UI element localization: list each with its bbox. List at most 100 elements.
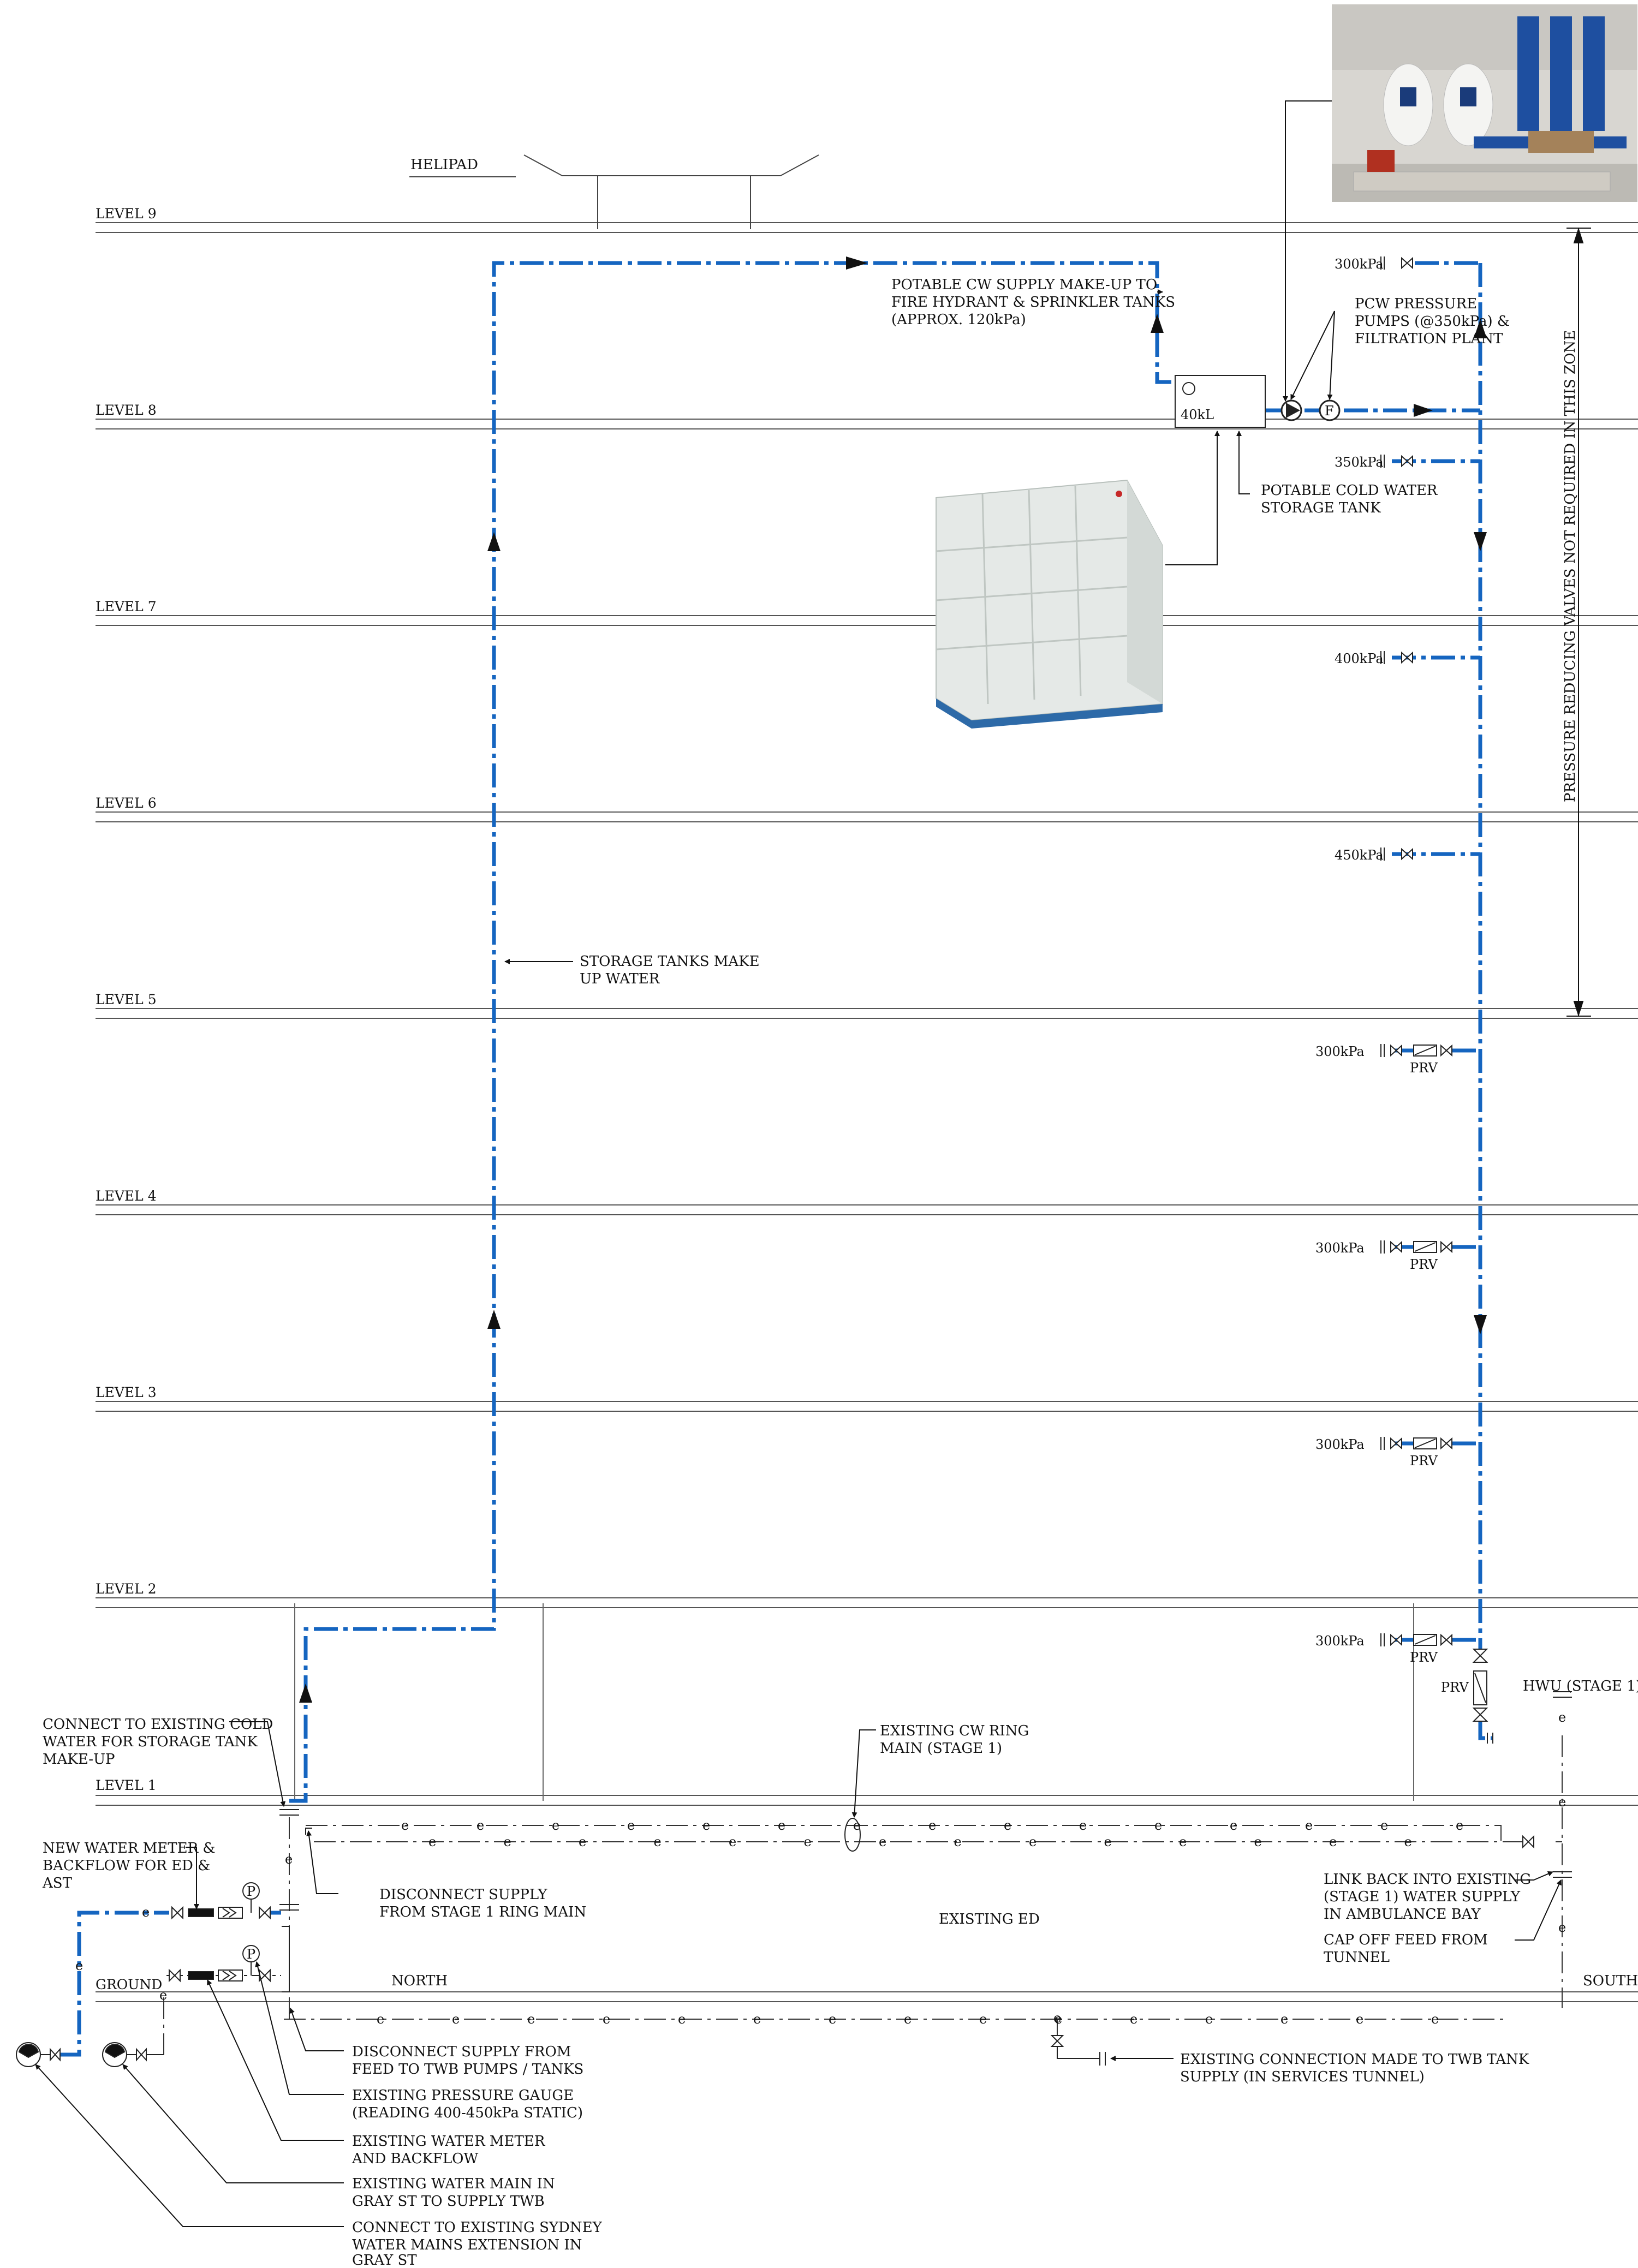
existing-pipe-marker: e xyxy=(1558,1920,1566,1935)
prv-diagonal xyxy=(1414,1046,1436,1055)
new-cold-water-pipework xyxy=(60,261,1493,2057)
existing-pipe-marker: e xyxy=(1053,2010,1061,2026)
prv-diagonal xyxy=(1414,1242,1436,1252)
connect-sydney-note: CONNECT TO EXISTING SYDNEY WATER MAINS E… xyxy=(352,2219,606,2268)
pump-plant-photo xyxy=(1332,4,1637,202)
existing-ring-main-upper xyxy=(306,1825,1502,1842)
level-4-label: LEVEL 4 xyxy=(96,1188,157,1204)
pipe-end-cap xyxy=(1380,1437,1385,1450)
level-2-label: LEVEL 2 xyxy=(96,1581,157,1597)
prv-label-l3: PRV xyxy=(1410,1453,1438,1469)
prv-zone-dimension xyxy=(1566,227,1591,1017)
connect-existing-cold-note: CONNECT TO EXISTING COLD WATER FOR STORA… xyxy=(43,1716,278,1768)
pressure-l6: 450kPa xyxy=(1335,847,1384,863)
existing-meter-icon xyxy=(188,1971,214,1980)
floor-level-lines xyxy=(96,222,1638,2002)
existing-pipe-marker: e xyxy=(1456,1818,1463,1833)
existing-pipe-marker: e xyxy=(1380,1818,1388,1833)
prv-label-l4: PRV xyxy=(1410,1257,1438,1272)
existing-pipe-marker: e xyxy=(1558,1710,1566,1725)
floor-branch-valves xyxy=(1380,256,1452,1646)
existing-pipe-marker: e xyxy=(377,2012,384,2027)
gauge-letter-existing: P xyxy=(247,1947,255,1962)
pressure-gauge-icon xyxy=(242,1882,260,1900)
new-meter-note: NEW WATER METER & BACKFLOW FOR ED & AST xyxy=(42,1840,220,1891)
existing-pipe-marker: e xyxy=(1130,2012,1137,2027)
pressure-l4: 300kPa xyxy=(1315,1240,1365,1256)
pipe-end-cap xyxy=(1380,1240,1385,1254)
storage-tank-note: POTABLE COLD WATER STORAGE TANK xyxy=(1261,482,1442,516)
existing-pipe-marker: e xyxy=(428,1834,436,1849)
existing-pipe-marker: e xyxy=(954,1834,962,1849)
pressure-l7: 400kPa xyxy=(1335,651,1384,666)
north-label: NORTH xyxy=(391,1973,448,1989)
existing-pipe-marker: e xyxy=(452,2012,460,2027)
hwu-connection xyxy=(1487,1691,1572,1878)
pump-impeller-icon xyxy=(1286,403,1300,418)
existing-pipe-marker: e xyxy=(904,2012,912,2027)
existing-pipe-marker: e xyxy=(1179,1834,1187,1849)
pcw-pumps-note: PCW PRESSURE PUMPS (@350kPa) & FILTRATIO… xyxy=(1355,296,1514,347)
existing-pipe-marker: e xyxy=(1055,2012,1062,2027)
link-back-note: LINK BACK INTO EXISTING (STAGE 1) WATER … xyxy=(1324,1871,1535,1923)
existing-pipe-marker: e xyxy=(159,1988,167,2003)
level-1-label: LEVEL 1 xyxy=(96,1777,157,1793)
existing-pipe-marker: e xyxy=(753,2012,761,2027)
existing-pipe-marker: e xyxy=(1558,1794,1566,1810)
tank-capacity: 40kL xyxy=(1181,407,1214,422)
ring-main-marker xyxy=(844,1818,861,1852)
isolation-valve-icon xyxy=(1440,1633,1452,1646)
existing-pipe-marker: e xyxy=(1029,1834,1037,1849)
flow-arrows xyxy=(299,256,1487,1703)
potable-makeup-note: POTABLE CW SUPPLY MAKE-UP TO FIRE HYDRAN… xyxy=(891,277,1180,328)
existing-pipe-marker: e xyxy=(1404,1834,1412,1849)
level1-connection xyxy=(279,1809,312,1992)
existing-pipe-marker: e xyxy=(702,1818,710,1833)
prv-diagonal xyxy=(1414,1439,1436,1448)
pcw-pump-set: F xyxy=(1280,399,1341,421)
level-3-label: LEVEL 3 xyxy=(96,1384,157,1400)
storage-tank-photo xyxy=(936,479,1163,729)
existing-ed-label: EXISTING ED xyxy=(939,1911,1040,1927)
existing-pipe-marker: e xyxy=(1004,1818,1011,1833)
existing-pipe-marker: e xyxy=(527,2012,535,2027)
existing-pipe-marker: e xyxy=(729,1834,736,1849)
existing-pipe-marker: e xyxy=(504,1834,511,1849)
existing-pipe-marker: e xyxy=(1305,1818,1313,1833)
pressure-l8: 350kPa xyxy=(1335,455,1384,470)
mains-connections xyxy=(16,2035,1106,2067)
water-meter-icon xyxy=(188,1908,214,1917)
existing-pipe-marker: e xyxy=(853,1818,861,1833)
hwu-note: HWU (STAGE 1) xyxy=(1523,1678,1638,1694)
isolation-valve-icon xyxy=(1440,1437,1452,1450)
existing-pipe-marker: e xyxy=(579,1834,586,1849)
storage-makeup-note: STORAGE TANKS MAKE UP WATER xyxy=(580,953,764,987)
isolation-valve-icon xyxy=(1390,1437,1402,1450)
existing-pipe-marker: e xyxy=(778,1818,785,1833)
cap-off-note: CAP OFF FEED FROM TUNNEL xyxy=(1324,1932,1492,1966)
pressure-l2: 300kPa xyxy=(1315,1633,1365,1649)
potable-storage-tank: 40kL xyxy=(1175,375,1266,428)
isolation-valve-icon xyxy=(1390,1240,1402,1254)
isolation-valve-icon xyxy=(1401,651,1413,664)
pipe-end-cap xyxy=(1380,1044,1385,1057)
level-2-room-outlines xyxy=(294,1603,1414,1801)
prv-label-riser: PRV xyxy=(1441,1680,1469,1695)
existing-pipe-marker: e xyxy=(654,1834,662,1849)
new-meter-assembly xyxy=(171,1882,271,1920)
annotations: POTABLE CW SUPPLY MAKE-UP TO FIRE HYDRAN… xyxy=(42,277,1638,2268)
disconnect-twb-note: DISCONNECT SUPPLY FROM FEED TO TWB PUMPS… xyxy=(352,2044,583,2078)
existing-pipe-marker: e xyxy=(1431,2012,1439,2027)
pressure-l9: 300kPa xyxy=(1335,256,1384,272)
existing-pipe-marker: e xyxy=(1104,1834,1112,1849)
south-label: SOUTH xyxy=(1583,1973,1638,1989)
storage-makeup-riser xyxy=(289,261,1179,1803)
existing-pipe-marker: e xyxy=(1254,1834,1262,1849)
isolation-valve-icon xyxy=(1401,256,1413,270)
isolation-valve-icon xyxy=(1401,847,1413,861)
existing-pipe-marker: e xyxy=(829,2012,836,2027)
existing-pipe-marker: e xyxy=(1329,1834,1337,1849)
existing-pipe-marker: e xyxy=(401,1818,409,1833)
pipe-end-cap xyxy=(1380,455,1385,468)
